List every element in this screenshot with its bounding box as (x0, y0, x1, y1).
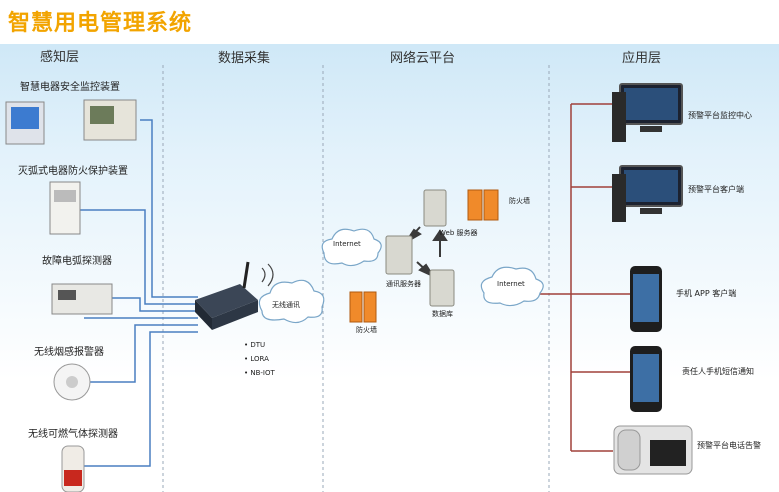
app-label-2: 预警平台客户端 (688, 185, 744, 194)
monitor-icon-client (612, 165, 683, 222)
app-label-3: 手机 APP 客户端 (676, 289, 737, 298)
internet-left-label: Internet (333, 240, 361, 248)
layer-cloud: 网络云平台 (390, 51, 456, 66)
firewall-left-icon (349, 291, 363, 323)
app-label-1: 预警平台监控中心 (688, 111, 752, 120)
desk-phone-icon (613, 425, 693, 475)
web-server-icon (423, 189, 447, 227)
device-label-4: 无线烟感报警器 (34, 347, 104, 358)
layer-collection: 数据采集 (218, 51, 271, 66)
smoke-alarm-icon (53, 363, 91, 401)
device-label-3: 故障电弧探测器 (42, 256, 112, 267)
wireless-cloud-icon (258, 279, 325, 324)
layer-perception: 感知层 (40, 50, 80, 65)
wireless-label: 无线通讯 (272, 301, 300, 309)
arc-protection-device-icon (49, 181, 81, 235)
protocol-nbiot: • NB-IOT (244, 369, 275, 377)
database-label: 数据库 (432, 310, 453, 318)
device-links (80, 119, 198, 467)
internet-cloud-right-icon (480, 266, 544, 307)
comm-server-label: 通讯服务器 (386, 280, 421, 288)
layer-application: 应用层 (622, 51, 662, 66)
protocol-dtu: • DTU (244, 341, 266, 349)
safety-monitor-device-icon (5, 99, 137, 145)
app-links (533, 103, 630, 452)
mobile-phone-icon-sms (630, 346, 662, 412)
page-title: 智慧用电管理系统 (8, 11, 193, 36)
internet-right-label: Internet (497, 280, 525, 288)
web-server-label: Web 服务器 (439, 229, 478, 237)
dtu-device-icon (195, 261, 274, 330)
app-label-5: 预警平台电话告警 (697, 441, 761, 450)
mobile-phone-icon-app (630, 266, 662, 332)
firewall-right-label: 防火墙 (509, 197, 530, 205)
app-label-4: 责任人手机短信通知 (682, 367, 754, 376)
arc-fault-detector-icon (51, 283, 113, 315)
internet-cloud-left-icon (321, 228, 382, 267)
monitor-icon-center (612, 83, 683, 142)
comm-server-icon (385, 235, 413, 275)
protocol-lora: • LORA (244, 355, 269, 363)
device-label-1: 智慧电器安全监控装置 (20, 82, 120, 93)
firewall-right-icon (467, 189, 483, 221)
database-icon (429, 269, 455, 307)
device-label-5: 无线可燃气体探测器 (28, 429, 118, 440)
gas-detector-icon (61, 445, 85, 492)
firewall-left-label: 防火墙 (356, 326, 377, 334)
device-label-2: 灭弧式电器防火保护装置 (18, 166, 128, 177)
